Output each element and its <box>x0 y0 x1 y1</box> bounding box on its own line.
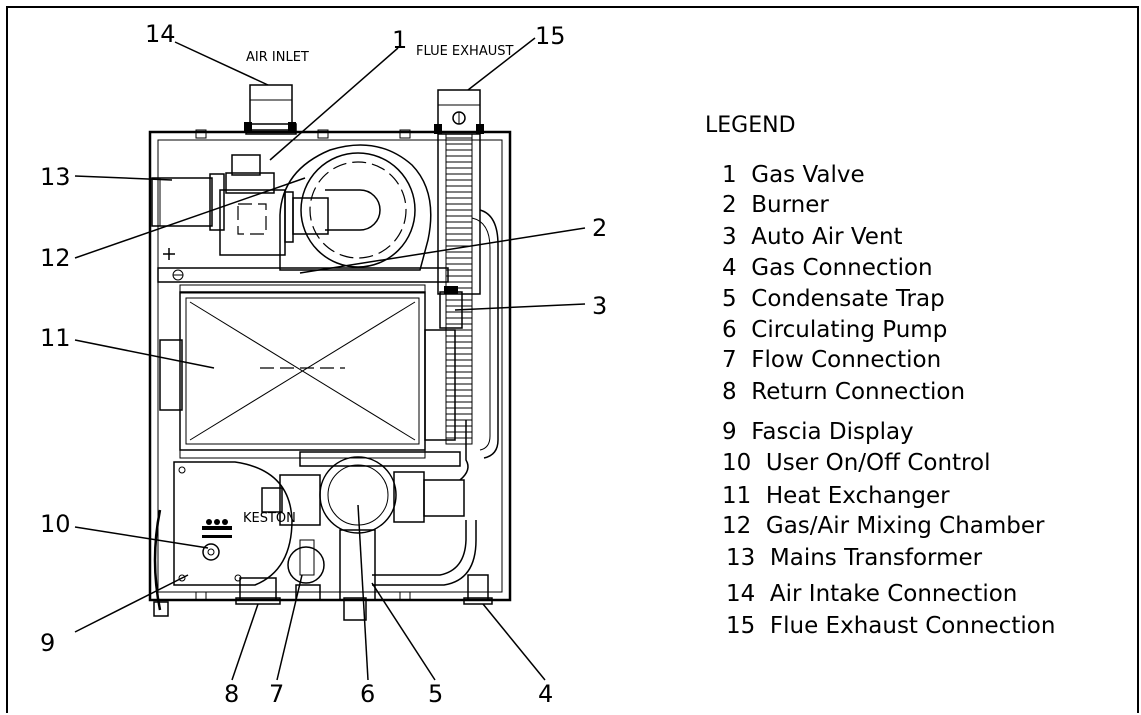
legend-item-2: 2 Burner <box>722 192 829 218</box>
callout-10: 10 <box>40 510 71 538</box>
fan-blower <box>279 144 432 271</box>
flue-exhaust-label: FLUE EXHAUST <box>416 44 513 59</box>
callout-2: 2 <box>592 214 607 242</box>
gas-valve <box>225 154 275 194</box>
legend-title: LEGEND <box>705 113 796 138</box>
gas-connection <box>463 574 493 605</box>
flue-down-pipe <box>445 209 499 459</box>
boiler-casing <box>148 130 512 602</box>
legend-item-12: 12 Gas/Air Mixing Chamber <box>722 513 1045 539</box>
legend-item-13: 13 Mains Transformer <box>726 545 983 571</box>
drawing-frame <box>6 6 1139 713</box>
heat-exchanger <box>159 284 456 459</box>
circulating-pump <box>261 420 469 621</box>
casing-screws <box>195 129 411 601</box>
legend-item-1: 1 Gas Valve <box>722 162 865 188</box>
return-connection <box>235 577 281 605</box>
legend: LEGEND 1 Gas Valve 2 Burner 3 Auto Air V… <box>705 113 1055 639</box>
callout-8: 8 <box>224 680 239 708</box>
callout-12: 12 <box>40 244 71 272</box>
mains-transformer <box>151 173 225 231</box>
leader-lines <box>74 37 586 681</box>
legend-item-14: 14 Air Intake Connection <box>726 581 1017 607</box>
legend-item-15: 15 Flue Exhaust Connection <box>726 613 1055 639</box>
legend-item-3: 3 Auto Air Vent <box>722 224 903 250</box>
legend-item-7: 7 Flow Connection <box>722 347 941 373</box>
auto-air-vent <box>439 286 463 329</box>
bracket-plate <box>157 267 449 283</box>
legend-item-9: 9 Fascia Display <box>722 419 914 445</box>
callout-9: 9 <box>40 629 55 657</box>
callout-5: 5 <box>428 680 443 708</box>
brand-logo: KESTON <box>243 511 296 526</box>
callout-6: 6 <box>360 680 375 708</box>
cross-marker <box>163 248 175 260</box>
callout-1: 1 <box>392 26 407 54</box>
callout-3: 3 <box>592 292 607 320</box>
flue-corrugations <box>446 137 472 439</box>
mixing-chamber <box>219 189 329 256</box>
legend-item-4: 4 Gas Connection <box>722 255 933 281</box>
power-cable <box>153 509 169 617</box>
callout-7: 7 <box>269 680 284 708</box>
callout-13: 13 <box>40 163 71 191</box>
legend-item-8: 8 Return Connection <box>722 379 965 405</box>
condensate-trap <box>372 520 477 586</box>
fascia-display: KESTON <box>173 461 296 586</box>
legend-item-6: 6 Circulating Pump <box>722 317 947 343</box>
legend-item-11: 11 Heat Exchanger <box>722 483 950 509</box>
callout-11: 11 <box>40 324 71 352</box>
callout-14: 14 <box>145 20 176 48</box>
callout-15: 15 <box>535 22 566 50</box>
legend-item-5: 5 Condensate Trap <box>722 286 945 312</box>
casing-inner-line <box>157 139 503 593</box>
legend-item-10: 10 User On/Off Control <box>722 450 990 476</box>
flow-connection <box>287 539 325 601</box>
air-inlet-label: AIR INLET <box>246 50 309 65</box>
callout-4: 4 <box>538 680 553 708</box>
air-inlet-pipe <box>244 84 297 135</box>
